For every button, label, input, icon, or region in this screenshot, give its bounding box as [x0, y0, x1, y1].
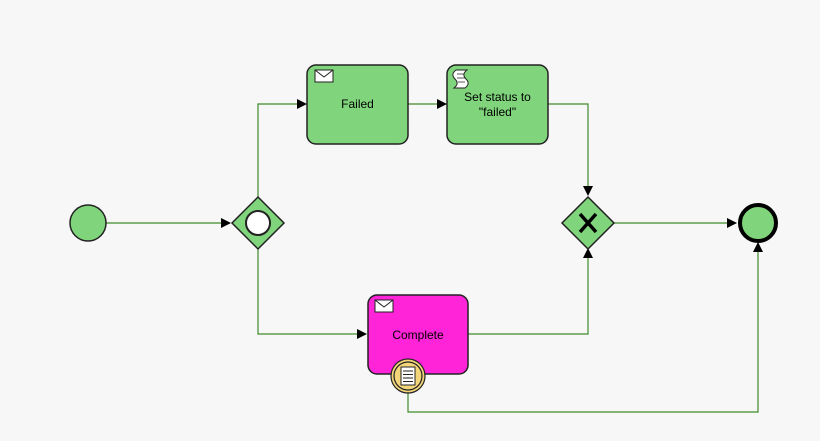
task-failed[interactable]: Failed: [306, 64, 409, 145]
boundary-event[interactable]: [390, 358, 426, 394]
task-complete-label: Complete: [392, 328, 444, 342]
flow-split-to-complete[interactable]: [257, 249, 367, 339]
conditional-document-icon: [400, 366, 416, 386]
task-set-status-label-line2: "failed": [479, 105, 516, 119]
start-event[interactable]: [69, 204, 107, 242]
end-event[interactable]: [738, 203, 778, 243]
flow-boundary-to-end[interactable]: [407, 242, 763, 413]
task-failed-label: Failed: [341, 97, 374, 111]
exclusive-x-icon: [578, 212, 598, 234]
envelope-icon: [374, 299, 394, 313]
gateway-split[interactable]: [230, 195, 286, 251]
task-set-status[interactable]: Set status to "failed": [446, 64, 549, 145]
flow-set-status-to-join[interactable]: [548, 103, 593, 196]
script-icon: [452, 69, 469, 89]
gateway-event-circle-icon: [245, 210, 271, 236]
envelope-icon: [314, 69, 334, 83]
task-set-status-label-line1: Set status to: [464, 90, 531, 104]
flow-split-to-failed[interactable]: [257, 99, 307, 197]
flow-complete-to-join[interactable]: [468, 248, 593, 335]
gateway-join[interactable]: [560, 195, 616, 251]
task-complete[interactable]: Complete: [367, 294, 469, 375]
